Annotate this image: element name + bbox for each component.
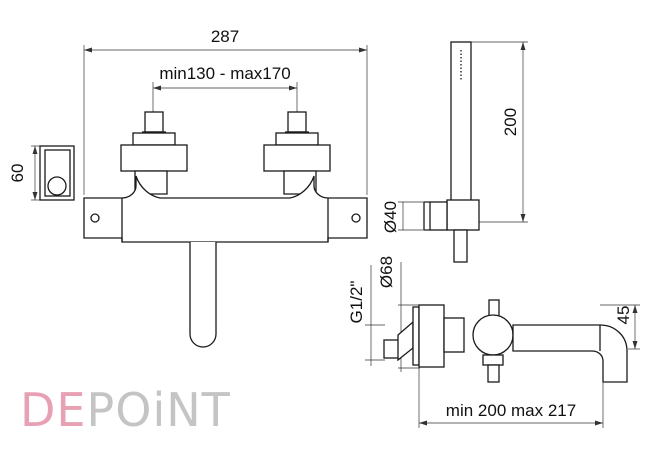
dim-hand-shower-length: 200	[501, 108, 520, 136]
dim-overall-width: 287	[211, 27, 239, 46]
dim-spacing: min130 - max170	[159, 64, 290, 83]
dim-spout-height: 45	[614, 306, 633, 325]
hand-shower-view: 200 Ø40	[381, 41, 528, 263]
depoint-logo: DEPOiNT	[20, 383, 231, 437]
dim-hand-shower-diameter: Ø40	[381, 201, 400, 233]
svg-text:DEPOiNT: DEPOiNT	[20, 383, 231, 437]
logo-part-point: POiNT	[87, 383, 231, 437]
dim-side-height: 60	[8, 164, 27, 183]
side-view: 60	[8, 145, 75, 201]
dim-projection: min 200 max 217	[446, 401, 576, 420]
front-view: 287 min130 - max170	[83, 27, 368, 348]
dim-wall-plate-diameter: Ø68	[377, 256, 396, 288]
dim-thread: G1/2"	[347, 281, 366, 324]
spout-view: Ø68 G1/2" 45 min 200 max 217	[347, 256, 640, 428]
logo-part-de: DE	[20, 383, 87, 437]
